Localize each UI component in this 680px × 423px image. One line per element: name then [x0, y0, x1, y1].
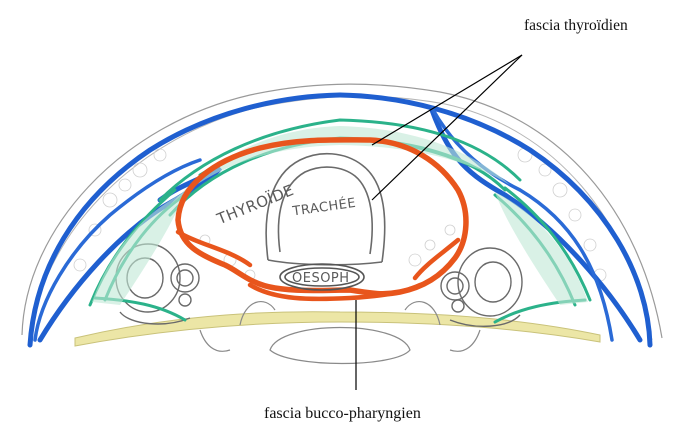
green-muscle-fill-left	[92, 192, 185, 305]
fascia-bucco-pharyngien-label: fascia bucco-pharyngien	[264, 405, 421, 422]
thyroide-sketch-label: THYROÏDE	[213, 180, 296, 228]
trachee-sketch-label: TRACHÉE	[291, 195, 358, 220]
oesophage-sketch-label: OESOPH	[292, 271, 350, 286]
yellow-prevertebral-layer	[75, 312, 600, 346]
fascia-thyroidien-label: fascia thyroïdien	[524, 17, 628, 34]
vertebra-sketch	[200, 302, 480, 364]
